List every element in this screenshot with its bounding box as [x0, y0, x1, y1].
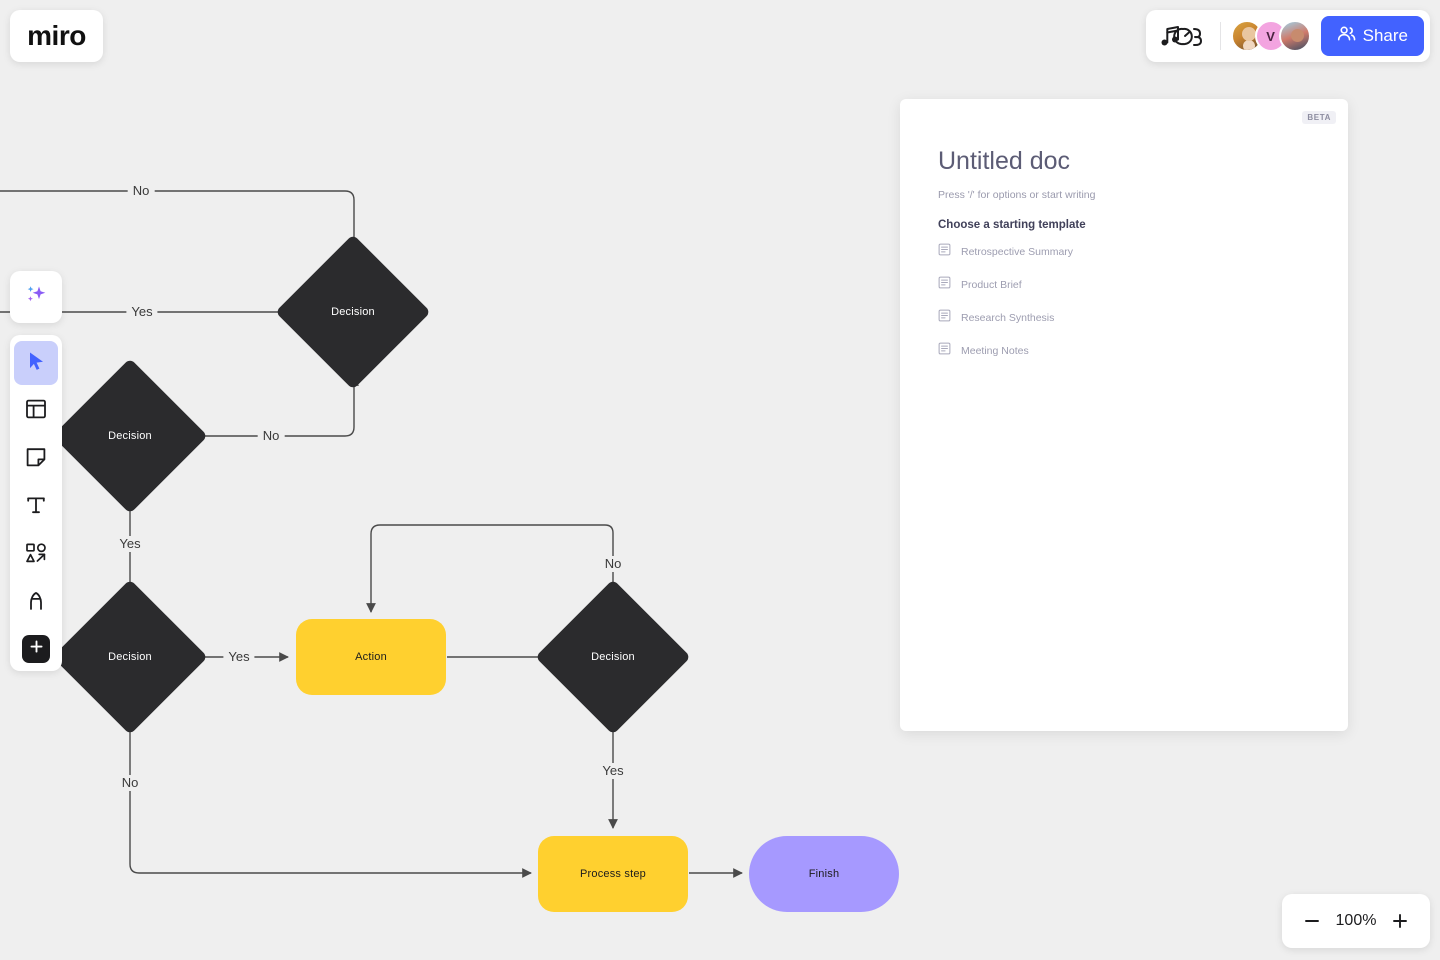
edge-label-yes-2: Yes	[114, 536, 146, 552]
miro-logo[interactable]: miro	[10, 10, 103, 62]
shapes-icon	[25, 542, 47, 569]
zoom-in-button[interactable]	[1388, 909, 1412, 933]
template-item-meeting-notes[interactable]: Meeting Notes	[938, 342, 1310, 360]
template-item-research-synthesis[interactable]: Research Synthesis	[938, 309, 1310, 327]
zoom-out-button[interactable]	[1300, 909, 1324, 933]
doc-placeholder-hint[interactable]: Press '/' for options or start writing	[938, 189, 1096, 201]
people-icon	[1337, 24, 1356, 48]
sparkles-icon	[22, 281, 50, 314]
zoom-level-label[interactable]: 100%	[1335, 912, 1377, 929]
toolbar-divider	[1219, 22, 1221, 50]
template-label: Meeting Notes	[961, 345, 1029, 357]
doc-title[interactable]: Untitled doc	[938, 147, 1071, 175]
flow-node-finish[interactable]: Finish	[749, 836, 899, 912]
edge-label-no-1: No	[127, 183, 155, 199]
edge-label-no-2: No	[257, 428, 285, 444]
avatar[interactable]	[1278, 20, 1311, 52]
pen-icon	[25, 590, 47, 617]
flow-node-decision-left[interactable]: Decision	[52, 358, 208, 514]
node-label: Decision	[591, 651, 635, 663]
music-doodle-icon[interactable]	[1158, 21, 1210, 51]
template-list: Retrospective Summary Product Brief	[938, 243, 1310, 360]
node-label: Finish	[808, 868, 840, 880]
tool-pen[interactable]	[14, 581, 58, 625]
tool-templates[interactable]	[14, 389, 58, 433]
node-label: Decision	[108, 651, 152, 663]
text-icon	[25, 494, 47, 521]
edge-label-yes-3: Yes	[223, 649, 255, 665]
node-label: Decision	[331, 306, 375, 318]
node-label: Decision	[108, 430, 152, 442]
cursor-icon	[25, 350, 47, 377]
sticky-note-icon	[25, 446, 47, 473]
zoom-control: 100%	[1282, 894, 1430, 948]
share-button[interactable]: Share	[1320, 16, 1424, 56]
beta-badge: BETA	[1302, 111, 1336, 124]
share-label: Share	[1362, 26, 1408, 45]
plus-icon	[29, 639, 44, 659]
node-label: Action	[355, 651, 387, 663]
document-icon	[938, 243, 951, 261]
template-item-product-brief[interactable]: Product Brief	[938, 276, 1310, 294]
document-icon	[938, 309, 951, 327]
tool-select[interactable]	[14, 341, 58, 385]
tool-text[interactable]	[14, 485, 58, 529]
tool-shapes[interactable]	[14, 533, 58, 577]
template-label: Product Brief	[961, 279, 1022, 291]
flow-node-decision-mid[interactable]: Decision	[52, 579, 208, 735]
edge-label-yes-1: Yes	[126, 304, 158, 320]
ai-sparkles-button[interactable]	[10, 271, 62, 323]
tool-sticky-note[interactable]	[14, 437, 58, 481]
frame-icon	[25, 398, 47, 425]
templates-heading: Choose a starting template	[938, 219, 1086, 231]
edge-label-yes-4: Yes	[597, 763, 629, 779]
template-label: Retrospective Summary	[961, 246, 1074, 258]
document-icon	[938, 342, 951, 360]
document-icon	[938, 276, 951, 294]
avatar-initial: V	[1266, 28, 1275, 44]
document-panel[interactable]: BETA Untitled doc Press '/' for options …	[900, 99, 1348, 731]
flow-node-decision-right[interactable]: Decision	[535, 579, 691, 735]
flow-node-process-step[interactable]: Process step	[538, 836, 688, 912]
flow-node-action[interactable]: Action	[296, 619, 446, 695]
node-label: Process step	[580, 868, 646, 880]
edge-label-no-4: No	[116, 775, 144, 791]
top-right-toolbar: V Share	[1145, 10, 1430, 62]
collaborator-avatars: V	[1230, 20, 1311, 52]
flow-node-decision-top[interactable]: Decision	[275, 234, 431, 390]
left-toolbar	[10, 335, 62, 671]
tool-more-apps[interactable]	[22, 635, 50, 663]
miro-logo-text: miro	[27, 20, 86, 51]
edge-label-no-3: No	[599, 556, 627, 572]
template-item-retrospective-summary[interactable]: Retrospective Summary	[938, 243, 1310, 261]
template-label: Research Synthesis	[961, 312, 1055, 324]
